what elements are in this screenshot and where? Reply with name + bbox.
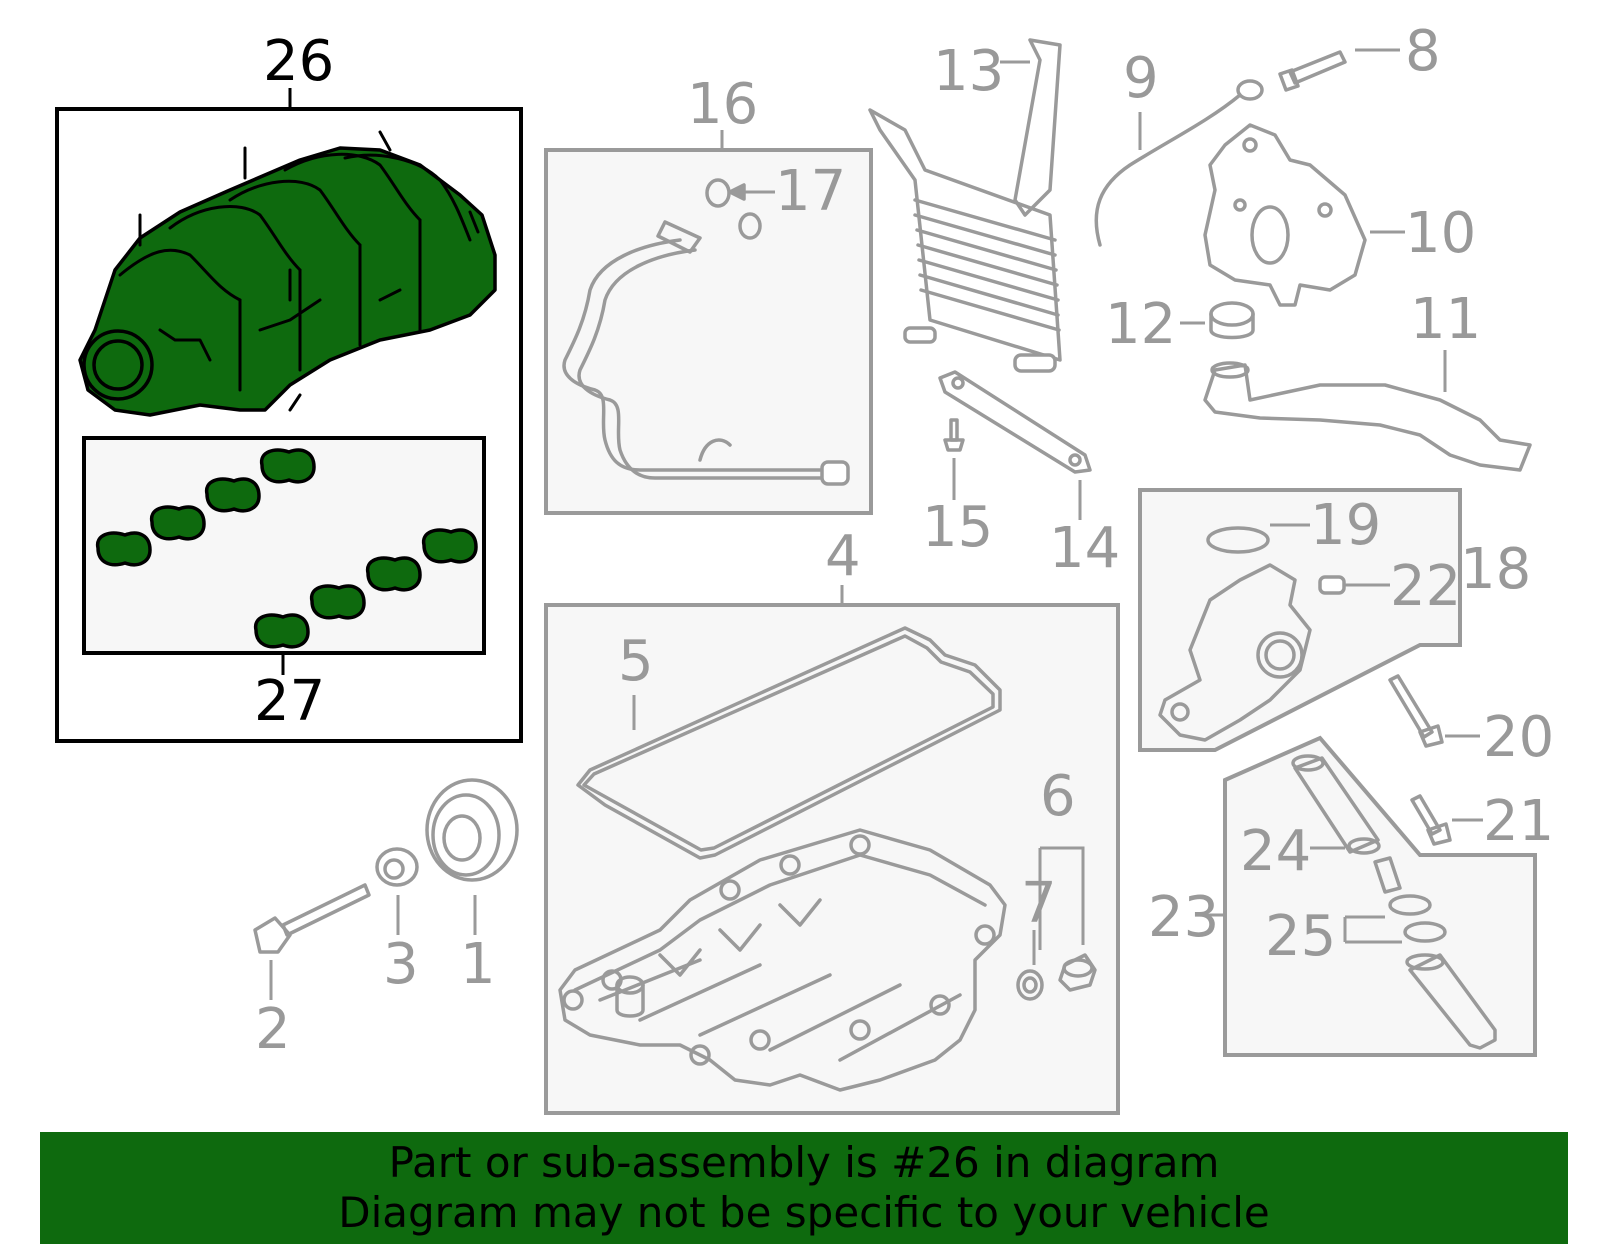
bolt-part-8[interactable] [1278,50,1347,92]
callout-7[interactable]: 7 [1021,871,1057,936]
callout-24[interactable]: 24 [1240,819,1311,884]
pan-gasket-part-5[interactable] [576,626,1002,860]
banner-line-1: Part or sub-assembly is #26 in diagram [388,1138,1220,1187]
oil-filter-adapter-part-18[interactable] [1158,563,1312,742]
callout-14[interactable]: 14 [1049,516,1120,581]
drain-plug-part-6[interactable] [1058,953,1097,992]
bolt-part-15[interactable] [943,418,965,452]
filter-part-25b [1405,953,1497,1050]
box-23 [1223,735,1537,1057]
orings-part-25[interactable] [1373,856,1447,943]
callout-10[interactable]: 10 [1405,201,1476,266]
callout-5[interactable]: 5 [618,629,654,694]
leader-25 [1343,915,1402,944]
callout-15[interactable]: 15 [922,495,993,560]
callout-19[interactable]: 19 [1310,493,1381,558]
banner-line-2: Diagram may not be specific to your vehi… [338,1188,1270,1237]
oil-pan-part-4[interactable] [558,828,1007,1092]
callout-4[interactable]: 4 [825,524,861,589]
callout-13[interactable]: 13 [933,39,1004,104]
arrow-17 [728,183,746,201]
cooler-lines-part-16[interactable] [562,220,850,486]
callout-16[interactable]: 16 [687,72,758,137]
callout-8[interactable]: 8 [1405,19,1441,84]
callout-23[interactable]: 23 [1148,885,1219,950]
bolt-part-21[interactable] [1410,794,1452,846]
callout-20[interactable]: 20 [1483,705,1554,770]
intake-manifold-part-26[interactable] [78,130,497,417]
info-banner: Part or sub-assembly is #26 in diagram D… [40,1132,1568,1244]
box-16 [544,148,873,515]
leader-6 [1038,846,1085,950]
callout-26[interactable]: 26 [263,29,334,94]
oil-pump-part-10[interactable] [1203,123,1367,307]
box-4 [544,603,1120,1115]
callout-25[interactable]: 25 [1265,904,1336,969]
tube-part-24[interactable] [1291,754,1381,855]
bracket-part-14[interactable] [938,370,1092,474]
seal-part-19[interactable] [1206,526,1270,554]
plug-part-22[interactable] [1318,575,1346,595]
bolt-part-2[interactable] [253,883,371,954]
callout-11[interactable]: 11 [1410,287,1481,352]
callout-22[interactable]: 22 [1390,554,1461,619]
callout-27[interactable]: 27 [254,669,325,734]
washer-part-7[interactable] [1016,969,1044,1001]
oil-pickup-part-11[interactable] [1203,361,1532,472]
dipstick-tube-part-9[interactable] [1094,79,1264,247]
seal-part-12[interactable] [1209,301,1255,340]
callout-18[interactable]: 18 [1460,537,1531,602]
oil-cooler-part-13[interactable] [868,38,1062,373]
callout-1[interactable]: 1 [460,932,496,997]
callout-12[interactable]: 12 [1105,292,1176,357]
callout-6[interactable]: 6 [1040,764,1076,829]
callout-3[interactable]: 3 [383,932,419,997]
callout-17[interactable]: 17 [775,159,846,224]
bolt-part-20[interactable] [1388,674,1444,748]
callout-9[interactable]: 9 [1123,46,1159,111]
callout-2[interactable]: 2 [255,997,291,1062]
damper-part-1[interactable] [425,778,519,882]
washer-part-3[interactable] [375,847,419,887]
intake-gaskets-part-27[interactable] [95,448,478,649]
callout-21[interactable]: 21 [1483,789,1554,854]
